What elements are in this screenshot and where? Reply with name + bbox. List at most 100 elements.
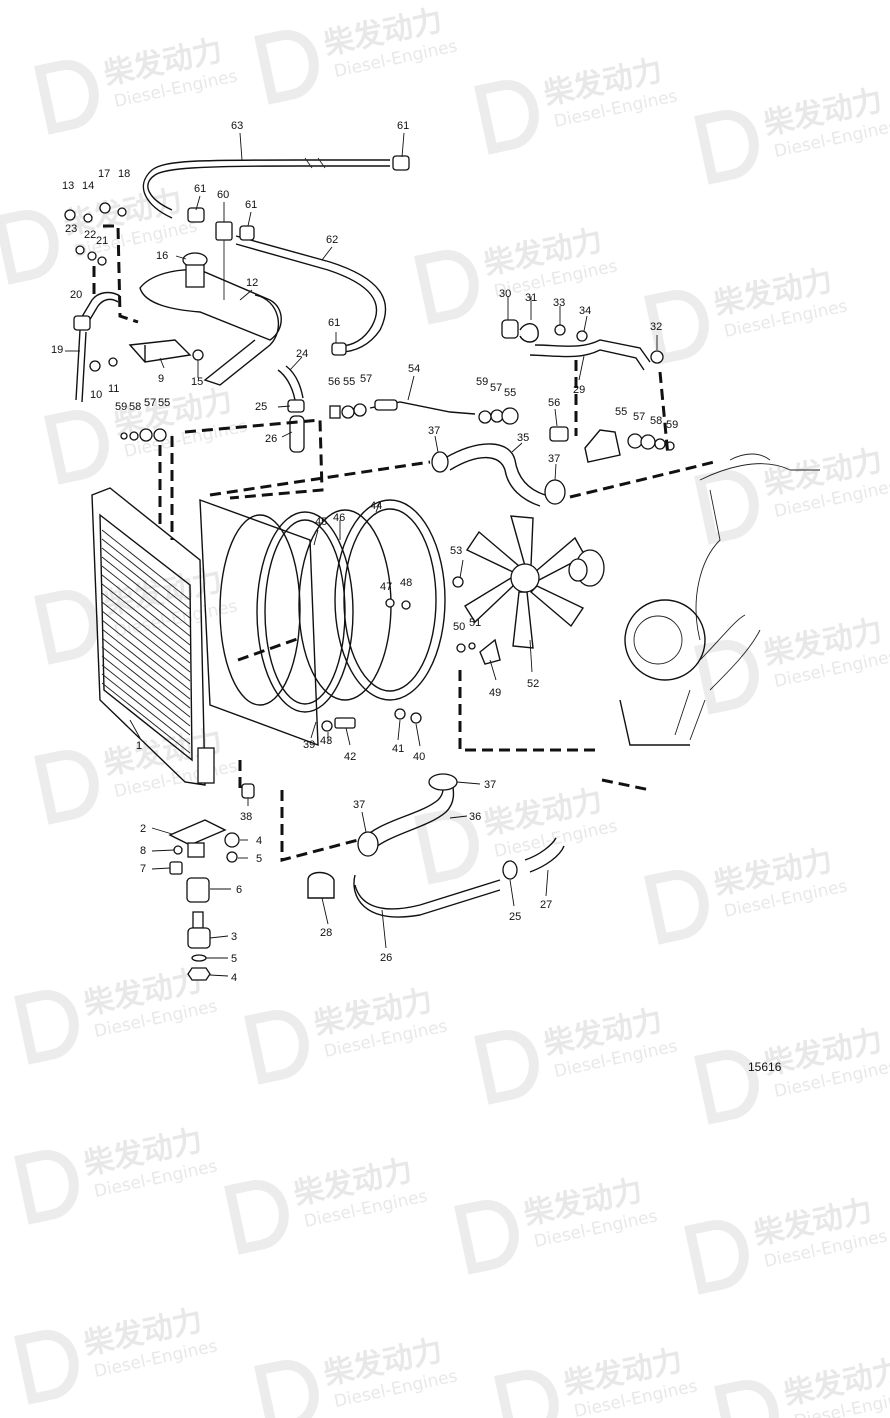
callout-10: 10 bbox=[90, 389, 102, 401]
clamp-37-a bbox=[431, 451, 449, 473]
callout-21: 21 bbox=[96, 235, 108, 247]
callout-37: 37 bbox=[353, 799, 365, 811]
assembly-line-center bbox=[237, 636, 600, 752]
fan-52 bbox=[464, 515, 586, 649]
callout-56: 56 bbox=[548, 397, 560, 409]
assembly-line-bottom bbox=[280, 778, 651, 862]
callout-42: 42 bbox=[344, 751, 356, 763]
radiator-fin bbox=[101, 529, 191, 601]
watermark-logo bbox=[644, 870, 709, 945]
callout-23: 23 bbox=[65, 223, 77, 235]
hose-63 bbox=[142, 159, 390, 219]
watermark-logo bbox=[494, 1370, 559, 1418]
callout-39: 39 bbox=[303, 739, 315, 751]
turbocharger bbox=[624, 599, 706, 681]
radiator-fin bbox=[101, 655, 191, 727]
assembly-line-left-stack bbox=[158, 436, 174, 540]
callout-59: 59 bbox=[476, 376, 488, 388]
watermark-logo bbox=[414, 810, 479, 885]
callout-26: 26 bbox=[380, 952, 392, 964]
bushing-56 bbox=[549, 426, 569, 442]
radiator-fin bbox=[101, 574, 191, 646]
callout-51: 51 bbox=[469, 617, 481, 629]
callout-62: 62 bbox=[326, 234, 338, 246]
parts-drawing bbox=[64, 155, 820, 981]
radiator-fin bbox=[101, 682, 191, 754]
clamp-61-top bbox=[392, 155, 410, 171]
bracket-mount bbox=[584, 429, 621, 463]
callout-27: 27 bbox=[540, 899, 552, 911]
callout-31: 31 bbox=[525, 292, 537, 304]
callout-40: 40 bbox=[413, 751, 425, 763]
bracket-49 bbox=[479, 638, 501, 665]
callout-59: 59 bbox=[666, 419, 678, 431]
radiator-fin bbox=[101, 592, 191, 664]
spacer-stack-left bbox=[120, 428, 167, 442]
radiator-fin bbox=[101, 547, 191, 619]
callout-5: 5 bbox=[231, 953, 237, 965]
mount-plate-2 bbox=[168, 819, 227, 846]
callout-58: 58 bbox=[129, 401, 141, 413]
callout-63: 63 bbox=[231, 120, 243, 132]
clamp-61-mid bbox=[239, 225, 255, 241]
callout-55: 55 bbox=[504, 387, 516, 399]
spacer-stack-upper bbox=[329, 403, 367, 419]
radiator-fin bbox=[101, 664, 191, 736]
radiator-fin bbox=[101, 601, 191, 673]
callout-28: 28 bbox=[320, 927, 332, 939]
watermark-logo bbox=[34, 60, 99, 135]
callout-29: 29 bbox=[573, 384, 585, 396]
watermark-logo bbox=[454, 1200, 519, 1275]
watermark-logo bbox=[0, 210, 59, 285]
callout-61: 61 bbox=[397, 120, 409, 132]
fan-shroud bbox=[199, 498, 319, 747]
exhaust-pipe bbox=[674, 689, 706, 741]
nut-4-bottom bbox=[187, 967, 211, 981]
nut-15 bbox=[192, 349, 204, 361]
bolt-40 bbox=[410, 712, 422, 724]
watermark-logo bbox=[14, 1150, 79, 1225]
callout-24: 24 bbox=[296, 348, 308, 360]
clamp-31 bbox=[519, 323, 539, 343]
radiator-fin bbox=[101, 583, 191, 655]
callout-18: 18 bbox=[118, 168, 130, 180]
clamp-61-right bbox=[331, 342, 347, 356]
radiator-core-frame bbox=[99, 513, 193, 762]
clamp-37-b bbox=[544, 479, 566, 505]
ring-45 bbox=[256, 511, 354, 713]
watermark-logo bbox=[224, 1180, 289, 1255]
radiator-fin bbox=[101, 565, 191, 637]
washer-32 bbox=[650, 350, 664, 364]
watermark-logo bbox=[44, 410, 109, 485]
callout-44: 44 bbox=[370, 500, 382, 512]
radiator-fin bbox=[101, 628, 191, 700]
callout-52: 52 bbox=[527, 678, 539, 690]
bolt-42 bbox=[334, 717, 356, 729]
callout-8: 8 bbox=[140, 845, 146, 857]
clamp-37-c bbox=[428, 773, 458, 791]
plug-38 bbox=[241, 783, 255, 799]
callout-35: 35 bbox=[517, 432, 529, 444]
callout-38: 38 bbox=[240, 811, 252, 823]
assembly-line-hose35 bbox=[209, 460, 431, 497]
radiator-1 bbox=[91, 487, 206, 786]
spacer-stack-right bbox=[627, 433, 675, 451]
assembly-line-to-shroud bbox=[184, 418, 324, 500]
callout-45: 45 bbox=[315, 516, 327, 528]
callout-41: 41 bbox=[392, 743, 404, 755]
hose-62 bbox=[235, 235, 387, 353]
callout-7: 7 bbox=[140, 863, 146, 875]
watermark-logo bbox=[694, 110, 759, 185]
callout-36: 36 bbox=[469, 811, 481, 823]
radiator-fin bbox=[101, 646, 191, 718]
callout-58: 58 bbox=[650, 415, 662, 427]
callout-19: 19 bbox=[51, 344, 63, 356]
callout-33: 33 bbox=[553, 297, 565, 309]
